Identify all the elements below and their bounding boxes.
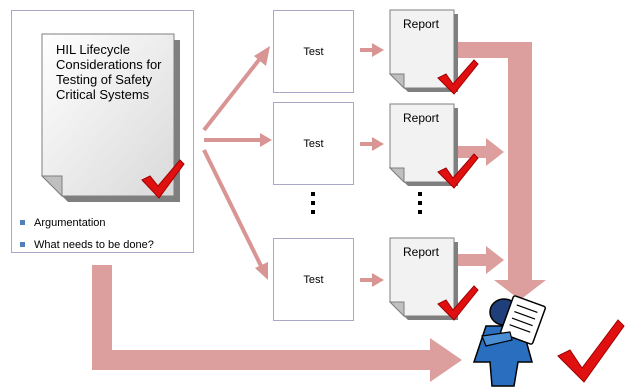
test-box: Test bbox=[273, 10, 354, 93]
doc-page-icon bbox=[40, 33, 180, 202]
feeder-arrow-2 bbox=[458, 138, 504, 166]
report-page-icon bbox=[388, 9, 458, 92]
checkmark-icon bbox=[437, 59, 479, 95]
test-label: Test bbox=[303, 273, 324, 286]
test-to-report-arrows bbox=[360, 43, 384, 287]
report-label: Report bbox=[402, 111, 440, 125]
report-page-icon bbox=[388, 237, 458, 320]
checkmark-icon bbox=[437, 153, 479, 189]
fanout-arrows bbox=[202, 46, 272, 280]
reviewer-figure-icon bbox=[472, 295, 547, 387]
test-box: Test bbox=[273, 238, 354, 321]
report-page-icon bbox=[388, 103, 458, 186]
bullet-list: Argumentation What needs to be done? bbox=[20, 212, 154, 256]
test-box: Test bbox=[273, 102, 354, 185]
bullet-text: Argumentation bbox=[34, 217, 106, 229]
bullet-item: Argumentation bbox=[20, 212, 154, 234]
ellipsis-dots bbox=[416, 192, 424, 219]
ellipsis-dots bbox=[309, 192, 317, 219]
checkmark-icon bbox=[141, 159, 185, 199]
collect-arrow bbox=[458, 42, 546, 300]
bullet-item: What needs to be done? bbox=[20, 234, 154, 256]
checkmark-icon bbox=[437, 285, 479, 321]
report-label: Report bbox=[402, 245, 440, 259]
bottom-flow-arrow bbox=[92, 265, 462, 382]
test-label: Test bbox=[303, 45, 324, 58]
bullet-marker bbox=[20, 220, 25, 225]
report-label: Report bbox=[402, 17, 440, 31]
document-title: HIL Lifecycle Considerations for Testing… bbox=[56, 42, 162, 102]
feeder-arrow-3 bbox=[458, 246, 504, 274]
checkmark-icon bbox=[557, 319, 625, 383]
test-label: Test bbox=[303, 137, 324, 150]
bullet-text: What needs to be done? bbox=[34, 239, 154, 251]
bullet-marker bbox=[20, 242, 25, 247]
